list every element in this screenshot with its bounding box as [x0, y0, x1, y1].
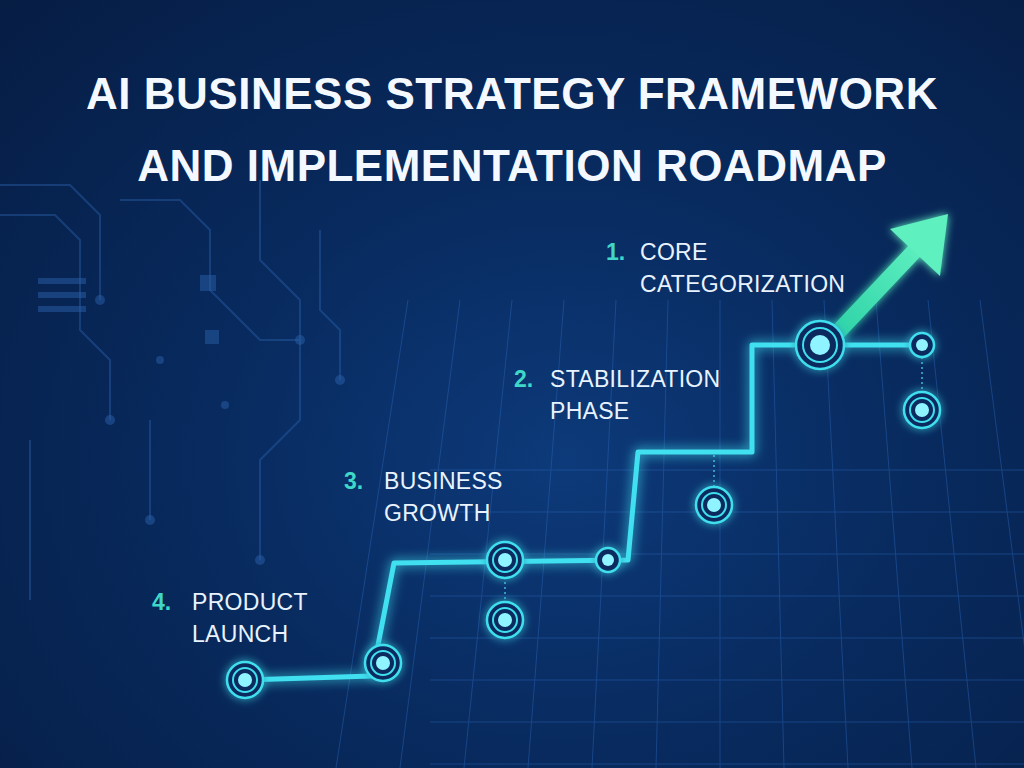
milestone-marker	[796, 321, 844, 369]
growth-step-line	[245, 345, 922, 680]
step-number: 2.	[514, 363, 554, 395]
circuit-pads	[38, 275, 345, 565]
milestone-marker	[596, 548, 620, 572]
milestone-marker	[487, 542, 523, 578]
milestone-markers	[227, 321, 940, 698]
milestone-marker	[696, 487, 732, 523]
step-number: 4.	[152, 586, 192, 618]
drop-links	[505, 357, 922, 606]
milestone-marker	[487, 602, 523, 638]
milestone-marker	[365, 645, 401, 681]
growth-arrow	[838, 214, 948, 332]
diagram-title: AI BUSINESS STRATEGY FRAMEWORK AND IMPLE…	[62, 58, 962, 202]
milestone-marker	[904, 392, 940, 428]
grid-lines	[336, 300, 1024, 768]
step-label: CORE CATEGORIZATION	[640, 236, 880, 300]
step-label: STABILIZATION PHASE	[550, 363, 765, 427]
circuit-traces	[0, 180, 340, 600]
step-label: BUSINESS GROWTH	[384, 465, 534, 529]
step-label: PRODUCT LAUNCH	[192, 586, 332, 650]
milestone-marker	[910, 333, 934, 357]
step-number: 3.	[344, 465, 384, 497]
milestone-marker	[227, 662, 263, 698]
